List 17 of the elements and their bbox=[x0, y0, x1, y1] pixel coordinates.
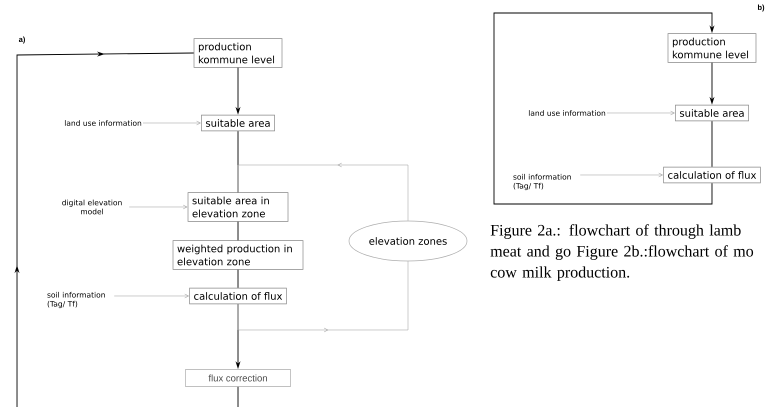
arrow bbox=[606, 110, 675, 116]
arrow bbox=[14, 52, 238, 407]
caption: Figure 2a.: flowchart of through lamb meat and go Figure 2b.:flowchart of mo cow milk production. bbox=[490, 224, 754, 281]
process-box: calculation of flux bbox=[663, 166, 761, 184]
process-box: suitable area in elevation zone bbox=[188, 192, 288, 222]
process-box: suitable area bbox=[675, 104, 749, 122]
arrow bbox=[128, 204, 188, 210]
process-box: calculation of flux bbox=[189, 288, 287, 304]
arrow bbox=[580, 172, 663, 178]
arrow bbox=[494, 12, 715, 204]
process-box: production kommune level bbox=[668, 33, 756, 63]
process-box: suitable area bbox=[201, 114, 275, 132]
process-box: flux correction bbox=[185, 369, 291, 387]
arrow bbox=[114, 294, 189, 298]
process-box: production kommune level bbox=[194, 38, 282, 68]
arrow bbox=[142, 120, 201, 126]
process-box: weighted production in elevation zone bbox=[172, 240, 304, 270]
